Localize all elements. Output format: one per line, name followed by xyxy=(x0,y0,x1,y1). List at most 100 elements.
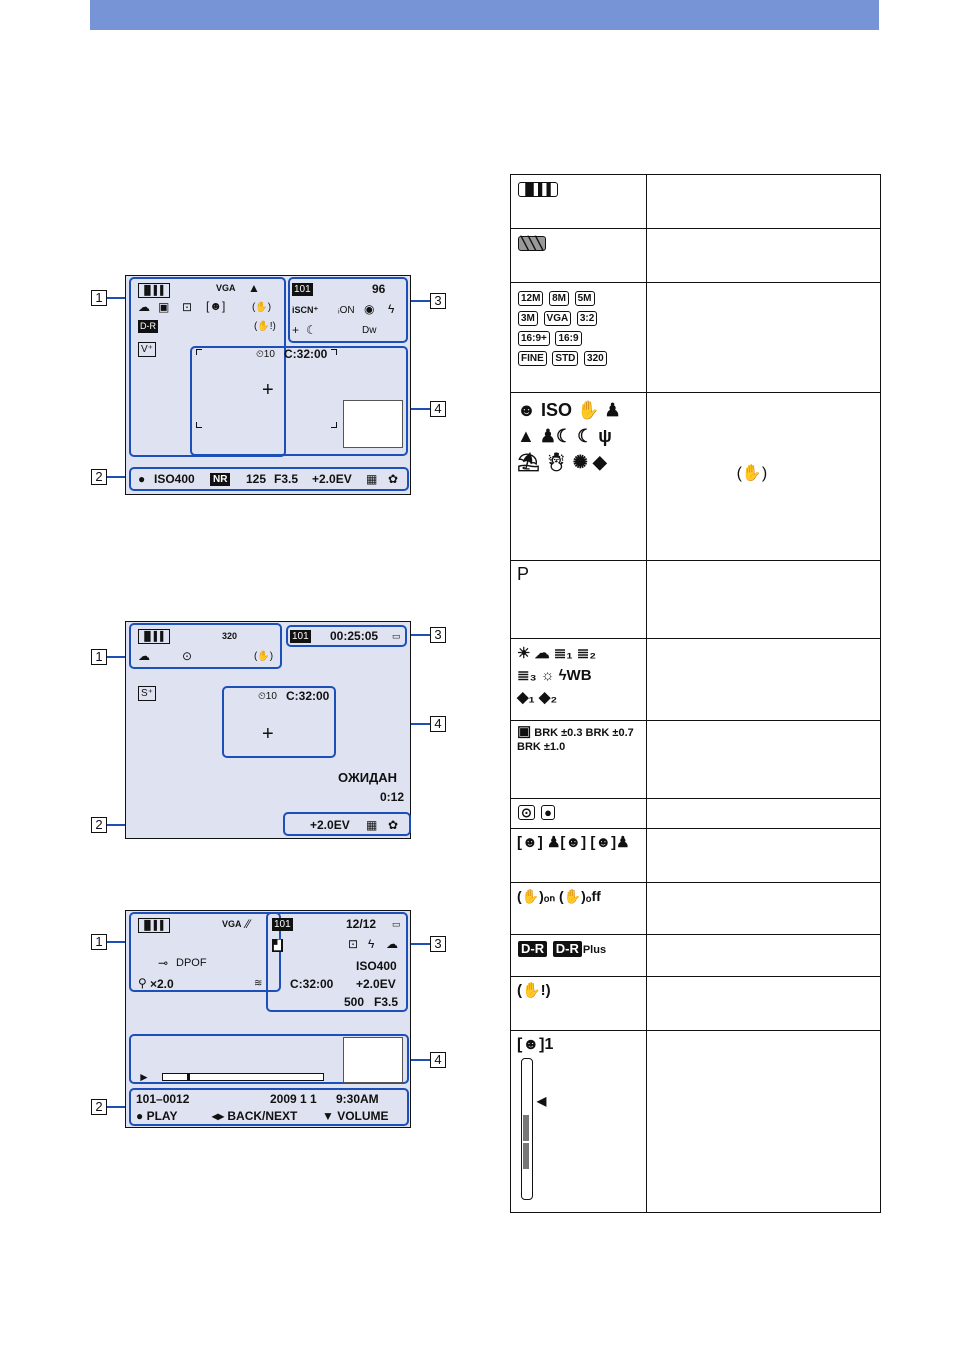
iso-value: ISO400 xyxy=(356,959,397,973)
shots-remaining: 96 xyxy=(372,282,386,296)
legend-row: [☻]1 ◀ xyxy=(510,1030,882,1213)
snow-icon: ☃ xyxy=(544,452,568,472)
legend-row: ▣ BRK ±0.3 BRK ±0.7 BRK ±1.0 xyxy=(510,720,882,799)
ev-value: +2.0EV xyxy=(310,818,350,832)
beach-icon: ⛱ xyxy=(517,452,540,472)
crosshair-icon: + xyxy=(262,379,274,401)
legend-desc-cell xyxy=(645,934,882,977)
callout-label-1: 1 xyxy=(91,649,107,665)
lead-line xyxy=(408,300,430,302)
bracket-07-icon: BRK ±0.7 xyxy=(585,727,634,739)
movie-size-icon: 320 xyxy=(222,631,238,641)
callout-label-3: 3 xyxy=(430,293,446,309)
underwater-wb-1-icon: ◆₁ xyxy=(517,689,535,706)
legend-row: ▐▌▌▌ xyxy=(510,174,882,229)
zone-4 xyxy=(129,1034,409,1084)
lead-line xyxy=(107,941,129,943)
standby-time: 0:12 xyxy=(380,790,405,804)
legend-row: ⊙ ● xyxy=(510,798,882,829)
playback-progress-bar[interactable] xyxy=(162,1073,324,1081)
zone-3 xyxy=(286,625,407,647)
legend-icon-cell: (✋)ₒₙ (✋)ₒff xyxy=(510,882,647,935)
file-number: 101–0012 xyxy=(136,1092,190,1106)
folder-icon: 101 xyxy=(292,283,313,296)
flash-wb-icon: ϟWB xyxy=(558,667,592,684)
size-32-icon: 3:2 xyxy=(576,311,598,326)
spot-metering-icon: ● xyxy=(541,805,555,820)
timer-value: C:32:00 xyxy=(290,977,334,991)
face-detect-adult-icon: [☻]♟ xyxy=(590,834,630,851)
memory-icon: ▭ xyxy=(392,631,401,641)
twilight-portrait-icon: ♟☾ xyxy=(539,426,573,446)
legend-desc-cell xyxy=(645,638,882,721)
af-frame-corner xyxy=(196,422,202,428)
lead-line xyxy=(408,943,430,945)
standby-label: ОЖИДАН xyxy=(338,770,398,785)
legend-icon-cell: ☀ ☁ ≣₁ ≣₂ ≣₃ ☼ ϟWB ◆₁ ◆₂ xyxy=(510,638,647,721)
steadyshot-off-icon: (✋)ₒff xyxy=(558,888,601,904)
date-value: 2009 1 1 xyxy=(270,1092,317,1106)
plus-icon: + xyxy=(292,323,300,337)
playback-progress-marker xyxy=(187,1074,190,1080)
legend-desc-cell xyxy=(645,976,882,1031)
lead-line xyxy=(406,408,430,410)
self-timer-value: C:32:00 xyxy=(284,347,328,361)
callout-label-2: 2 xyxy=(91,1099,107,1115)
legend-icon-cell: [☻]1 ◀ xyxy=(510,1030,647,1213)
face-detect-auto-icon: [☻] xyxy=(517,834,543,851)
legend-desc-cell xyxy=(645,282,882,393)
callout-label-1: 1 xyxy=(91,290,107,306)
af-frame-corner xyxy=(196,349,202,355)
image-size-vga-icon: VGA xyxy=(222,919,242,929)
legend-icon-cell: ╲╲╲ xyxy=(510,228,647,283)
multi-metering-icon: ⊙ xyxy=(518,805,535,820)
play-icon[interactable]: ► xyxy=(138,1070,150,1084)
size-169-icon: 16:9 xyxy=(555,331,582,346)
playback-mode-icon: ▟ xyxy=(272,939,283,952)
dro-plus-subscript: Plus xyxy=(582,944,607,956)
spot-metering-icon: ⊡ xyxy=(348,937,359,951)
histogram-icon xyxy=(343,400,403,448)
face-detect-icon: [☻] xyxy=(206,299,226,313)
legend-icon-cell: [☻] ♟[☻] [☻]♟ xyxy=(510,828,647,883)
red-eye-icon: ◉ xyxy=(364,302,375,316)
aperture-value: F3.5 xyxy=(374,995,399,1009)
zone-3 xyxy=(266,912,408,1012)
legend-desc-cell xyxy=(645,720,882,799)
callout-label-3: 3 xyxy=(430,936,446,952)
callout-label-4: 4 xyxy=(430,401,446,417)
legend-row: ╲╲╲ xyxy=(510,228,882,283)
cloudy-icon: ☁ xyxy=(534,645,550,662)
smile-meter-bar xyxy=(521,1058,533,1200)
smile-sensitivity-meter: ◀ xyxy=(517,1058,640,1200)
iso-value: ISO400 xyxy=(154,472,195,486)
zone-4 xyxy=(222,686,336,758)
zoom-value: ×2.0 xyxy=(150,977,174,991)
twilight-icon: ☾ xyxy=(577,426,594,446)
smile-shutter-icon: [☻] xyxy=(517,1036,545,1053)
steadyshot-off-icon: (✋) xyxy=(252,302,272,313)
macro-icon: ✿ xyxy=(388,472,399,486)
legend-desc-cell xyxy=(645,828,882,883)
legend-row: ☀ ☁ ≣₁ ≣₂ ≣₃ ☼ ϟWB ◆₁ ◆₂ xyxy=(510,638,882,721)
self-timer-value: C:32:00 xyxy=(286,689,330,703)
self-timer-icon: ⏲10 xyxy=(256,349,275,360)
legend-icon-cell: 12M 8M 5M 3M VGA 3:2 16:9+ 16:9 FINE STD… xyxy=(510,282,647,393)
back-next-hint: ◂▸ BACK/NEXT xyxy=(212,1109,298,1123)
dro-plus-icon: D-R xyxy=(552,941,582,957)
dro-icon: D-R xyxy=(138,320,158,333)
legend-row: 12M 8M 5M 3M VGA 3:2 16:9+ 16:9 FINE STD… xyxy=(510,282,882,393)
legend-icon-cell: ⊙ ● xyxy=(510,798,647,829)
clock-value: 9:30AM xyxy=(336,1092,379,1106)
face-detect-child-icon: ♟[☻] xyxy=(546,834,587,851)
zoom-icon: ⚲ xyxy=(138,976,147,990)
dro-standard-icon: D-R xyxy=(518,941,548,957)
legend-row: P xyxy=(510,560,882,639)
zone-4 xyxy=(190,346,408,456)
self-timer-icon: ⏲10 xyxy=(258,691,277,702)
battery-icon: ▐▌▌▌ xyxy=(138,629,170,644)
dw-icon: Dw xyxy=(362,325,377,336)
histogram-icon xyxy=(343,1037,403,1083)
